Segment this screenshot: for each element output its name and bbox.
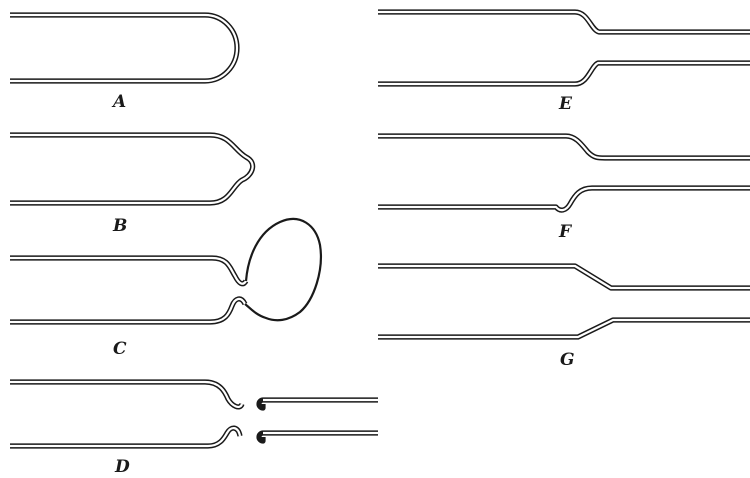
panel-label-c: C xyxy=(113,339,127,359)
panel-a-closed-tube: A xyxy=(10,15,237,112)
panel-label-g: G xyxy=(560,350,575,370)
panel-g-finished-joint: G xyxy=(378,266,750,370)
panel-label-b: B xyxy=(112,216,127,236)
panel-f-joined-tubes: F xyxy=(378,136,750,242)
bulb-outline xyxy=(245,219,321,320)
panel-d-cut-tube: D xyxy=(10,382,378,477)
panel-b-dented-end: B xyxy=(10,135,253,236)
panel-c-blown-bulb: C xyxy=(10,219,321,359)
panel-label-a: A xyxy=(111,92,126,112)
panel-label-e: E xyxy=(558,94,573,114)
panel-e-joined-tubes: E xyxy=(378,12,750,114)
panel-label-d: D xyxy=(114,457,130,477)
panel-label-f: F xyxy=(558,222,573,242)
